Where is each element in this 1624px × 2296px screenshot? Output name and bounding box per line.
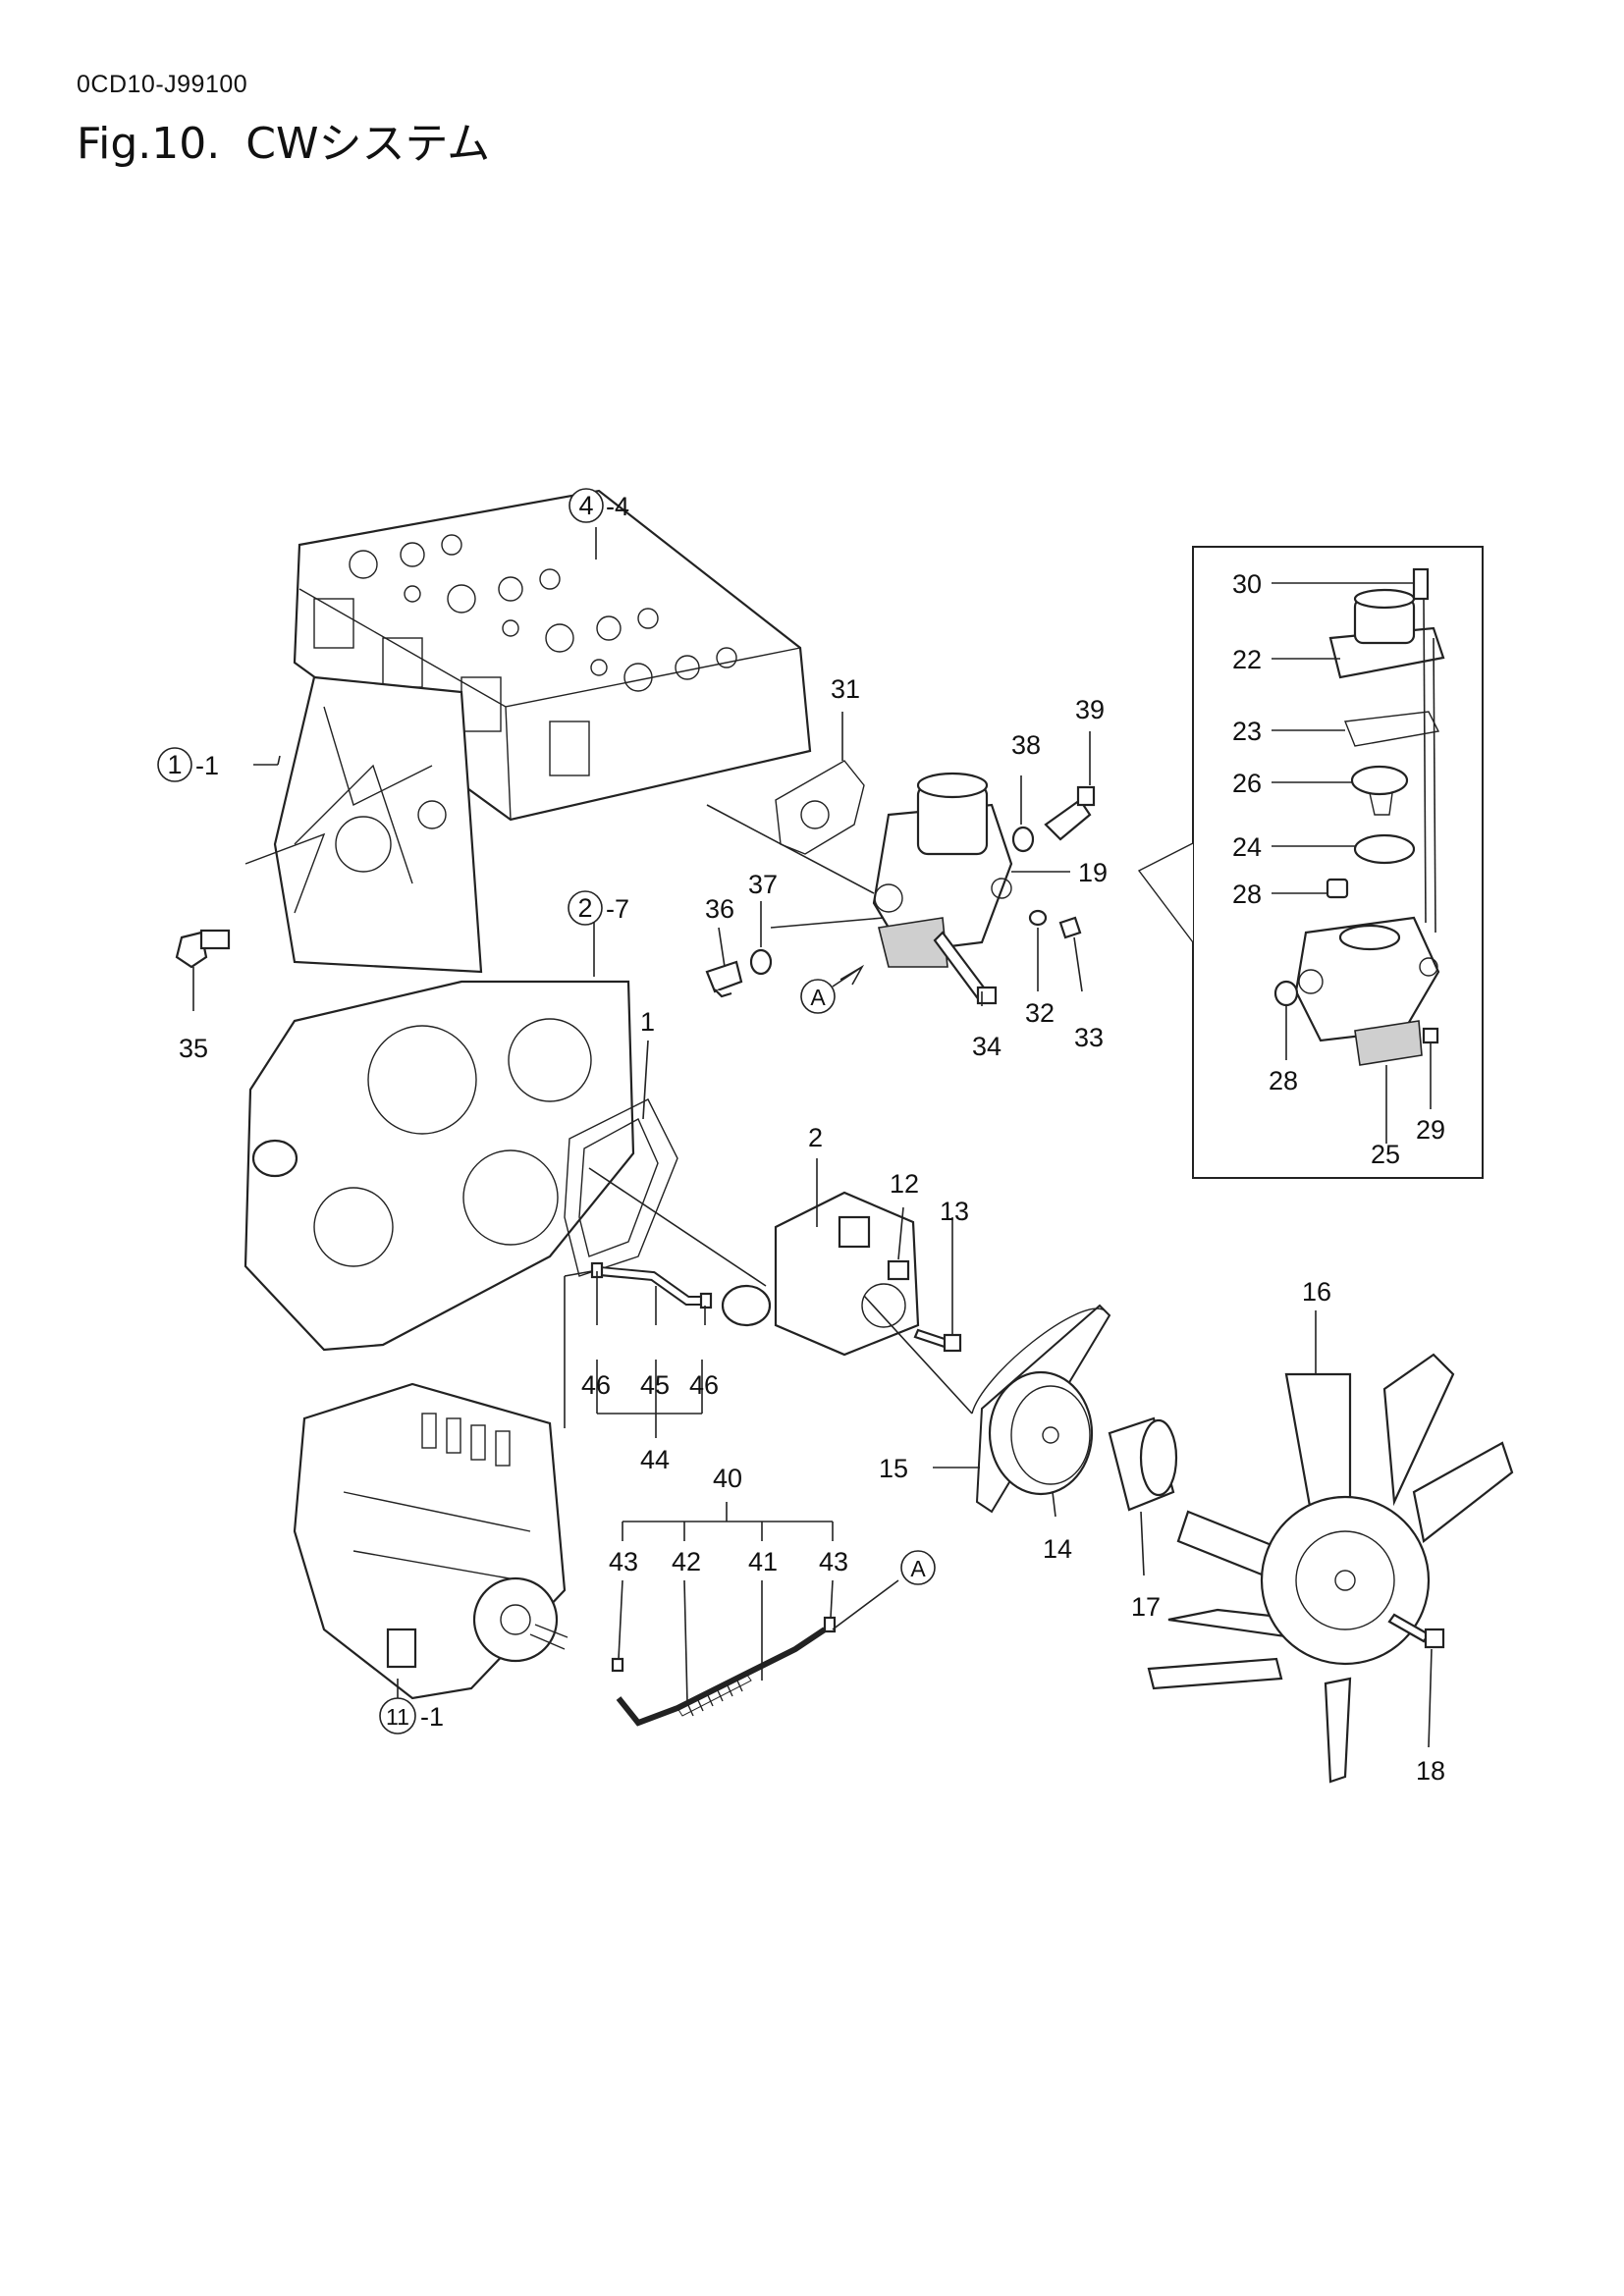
bolt-13-part — [913, 1328, 962, 1353]
connector-a-top-label: A — [810, 985, 826, 1010]
connector-a-bottom-label: A — [910, 1556, 926, 1581]
inset-detail-box — [1137, 546, 1484, 1179]
callout-18: 18 — [1416, 1756, 1445, 1786]
bolt-35-part — [175, 929, 231, 969]
callout-23: 23 — [1232, 717, 1262, 746]
callout-2: 2 — [808, 1123, 823, 1152]
ref-4-number: 4 — [578, 491, 593, 520]
gasket-23-part — [1344, 711, 1440, 747]
gear-case-part — [244, 980, 635, 1352]
callout-46-right: 46 — [689, 1370, 719, 1400]
callout-1: 1 — [640, 1007, 655, 1037]
washer-32-part — [1028, 909, 1048, 927]
ref-1-number: 1 — [167, 750, 182, 779]
bolt-30-part — [1412, 567, 1430, 601]
callout-37: 37 — [748, 870, 778, 899]
ref-2-suffix: -7 — [606, 894, 629, 924]
callout-25: 25 — [1371, 1140, 1400, 1169]
gasket-31-part — [775, 760, 865, 855]
hose-assembly-40-part — [611, 1616, 837, 1727]
document-code: 0CD10-J99100 — [77, 71, 248, 98]
plug-28-top-part — [1326, 878, 1349, 899]
callout-39: 39 — [1075, 695, 1105, 724]
callout-35: 35 — [179, 1034, 208, 1063]
callout-43-right: 43 — [819, 1547, 848, 1576]
leader-lines — [192, 527, 1436, 1748]
callout-36: 36 — [705, 894, 734, 924]
sensor-36-part — [705, 960, 743, 998]
washer-38-part — [1011, 826, 1035, 853]
callout-29: 29 — [1416, 1115, 1445, 1145]
spacer-17-part — [1108, 1416, 1178, 1512]
thermostat-26-part — [1350, 765, 1409, 816]
thermostat-housing-19-part — [872, 772, 1013, 968]
callout-44: 44 — [640, 1445, 670, 1474]
ref-4-callout: 4 -4 — [568, 488, 629, 523]
engine-block-part — [244, 675, 483, 974]
bolt-12-part — [887, 1259, 910, 1281]
callout-43-left: 43 — [609, 1547, 638, 1576]
callout-22: 22 — [1232, 645, 1262, 674]
connector-a-bottom: A — [900, 1550, 936, 1585]
callout-31: 31 — [831, 674, 860, 704]
callout-33: 33 — [1074, 1023, 1104, 1052]
clip-46-right-part — [699, 1292, 713, 1309]
ref-2-callout: 2 -7 — [568, 890, 629, 926]
callout-labels: 31 38 39 19 36 37 32 33 34 35 1 2 12 13 … — [179, 569, 1445, 1786]
plug-39-part — [1044, 785, 1096, 841]
reference-callouts: 4 -4 1 -1 2 -7 11 -1 A A — [157, 488, 936, 1735]
thermostat-cover-22-part — [1328, 588, 1445, 679]
ref-1-callout: 1 -1 — [157, 747, 219, 782]
ref-11-callout: 11 -1 — [379, 1697, 444, 1735]
callout-41: 41 — [748, 1547, 778, 1576]
bolt-29-part — [1422, 1027, 1439, 1044]
callout-12: 12 — [890, 1169, 919, 1199]
callout-15: 15 — [879, 1454, 908, 1483]
injection-pump-11-part — [293, 1382, 568, 1700]
callout-14: 14 — [1043, 1534, 1072, 1564]
ref-11-suffix: -1 — [420, 1702, 444, 1732]
plug-28-bottom-part — [1273, 980, 1299, 1007]
figure-name: CWシステム — [245, 119, 491, 169]
fan-16-part — [1147, 1353, 1514, 1784]
o-ring-24-part — [1353, 833, 1416, 865]
plate-25-part — [1354, 1020, 1423, 1066]
callout-17: 17 — [1131, 1592, 1161, 1622]
washer-37-part — [749, 948, 773, 976]
callout-28-bottom: 28 — [1269, 1066, 1298, 1095]
hose-45-part — [598, 1266, 707, 1306]
bolt-33-part — [1058, 916, 1082, 939]
callout-42: 42 — [672, 1547, 701, 1576]
callout-34: 34 — [972, 1032, 1001, 1061]
callout-32: 32 — [1025, 998, 1055, 1028]
figure-title: Fig.10. CWシステム — [77, 108, 490, 171]
ref-2-number: 2 — [577, 893, 592, 923]
pulley-14-part — [988, 1370, 1094, 1496]
ref-1-suffix: -1 — [195, 751, 219, 780]
callout-24: 24 — [1232, 832, 1262, 862]
callout-40: 40 — [713, 1464, 742, 1493]
water-pump-2-part — [721, 1191, 920, 1357]
gasket-1-part — [564, 1098, 678, 1277]
callout-30: 30 — [1232, 569, 1262, 599]
bolt-18-part — [1387, 1613, 1445, 1649]
callout-26: 26 — [1232, 769, 1262, 798]
ref-4-suffix: -4 — [606, 492, 629, 521]
callout-38: 38 — [1011, 730, 1041, 760]
callout-19: 19 — [1078, 858, 1108, 887]
callout-45: 45 — [640, 1370, 670, 1400]
callout-28-top: 28 — [1232, 880, 1262, 909]
connector-a-top: A — [800, 964, 865, 1014]
callout-13: 13 — [940, 1197, 969, 1226]
ref-11-number: 11 — [386, 1704, 409, 1730]
callout-46-left: 46 — [581, 1370, 611, 1400]
figure-number: Fig.10. — [77, 119, 221, 169]
callout-16: 16 — [1302, 1277, 1331, 1307]
